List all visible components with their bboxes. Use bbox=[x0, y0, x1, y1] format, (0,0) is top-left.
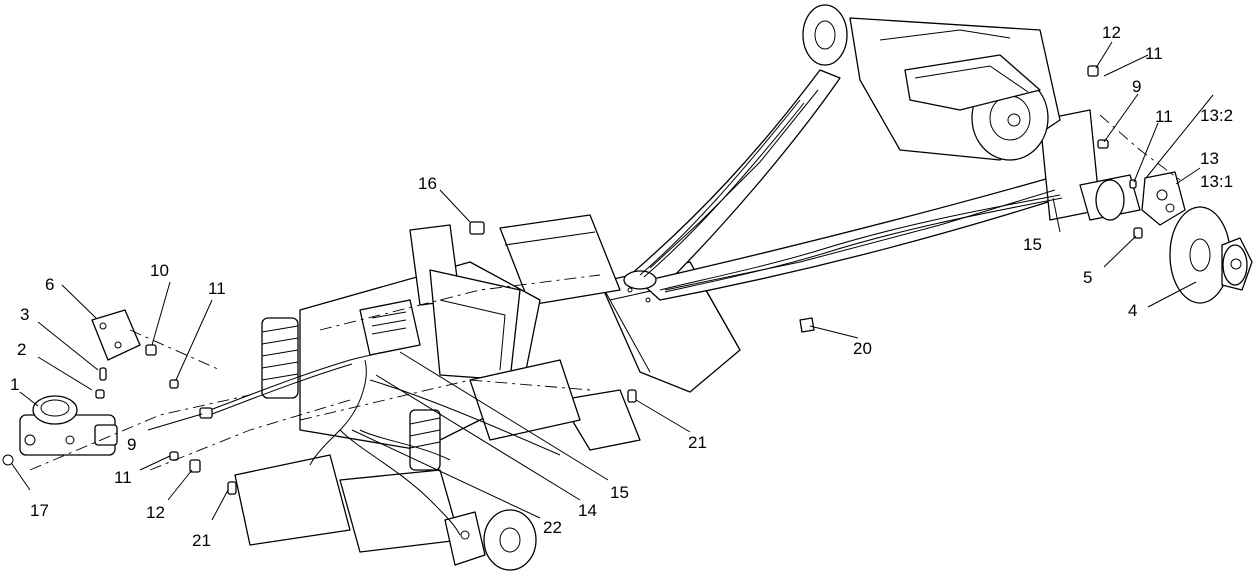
callout-13: 13 bbox=[1200, 149, 1219, 168]
callout-4: 4 bbox=[1128, 301, 1137, 320]
callout-13-1: 13:1 bbox=[1200, 172, 1233, 191]
callout-11d: 11 bbox=[1155, 107, 1173, 126]
callout-12a: 12 bbox=[146, 503, 165, 522]
callout-22: 22 bbox=[543, 518, 562, 537]
front-brake-lines bbox=[209, 349, 561, 536]
callout-11b: 11 bbox=[114, 468, 132, 487]
callout-10: 10 bbox=[150, 261, 169, 280]
callout-9b: 9 bbox=[1132, 77, 1141, 96]
rear-brake-assembly bbox=[1079, 171, 1253, 304]
callout-2: 2 bbox=[17, 340, 26, 359]
leader-lines bbox=[11, 41, 1214, 521]
callout-11c: 11 bbox=[1145, 44, 1163, 63]
callout-13-2: 13:2 bbox=[1200, 106, 1233, 125]
callout-17: 17 bbox=[30, 501, 49, 520]
small-hardware bbox=[2, 65, 1143, 495]
callout-3: 3 bbox=[20, 305, 29, 324]
callout-9a: 9 bbox=[127, 435, 136, 454]
callout-15b: 15 bbox=[1023, 235, 1042, 254]
callout-12b: 12 bbox=[1102, 23, 1121, 42]
brake-bracket bbox=[91, 309, 141, 361]
main-frame-rail bbox=[499, 214, 741, 393]
callout-15a: 15 bbox=[610, 483, 629, 502]
rear-axle-housing bbox=[802, 4, 1061, 161]
callout-20: 20 bbox=[853, 339, 872, 358]
rear-brake-line bbox=[639, 99, 1063, 293]
callout-labels: 1 2 3 4 5 6 9 9 10 11 11 11 11 12 12 13 … bbox=[10, 23, 1233, 550]
callout-21a: 21 bbox=[688, 433, 707, 452]
callout-11a: 11 bbox=[208, 279, 226, 298]
callout-6: 6 bbox=[45, 275, 54, 294]
dashed-alignment-lines bbox=[29, 114, 1181, 471]
front-suspension bbox=[234, 454, 537, 571]
callout-21b: 21 bbox=[192, 531, 211, 550]
callout-16: 16 bbox=[418, 174, 437, 193]
front-frame-structure bbox=[299, 224, 641, 451]
callout-1: 1 bbox=[10, 375, 19, 394]
master-cylinder bbox=[19, 395, 118, 456]
callout-5: 5 bbox=[1083, 268, 1092, 287]
callout-14: 14 bbox=[578, 501, 597, 520]
